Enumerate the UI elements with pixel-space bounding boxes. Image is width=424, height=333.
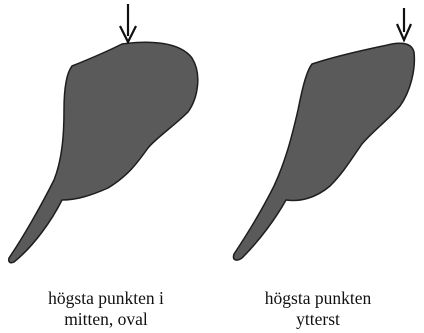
left-caption-line-2: mitten, oval [0,309,212,330]
right-shape-drawing [212,0,424,278]
left-blob-shape [9,42,198,263]
left-caption-line-1: högsta punkten i [0,288,212,309]
figure-right: högsta punkten ytterst [212,0,424,333]
right-caption-line-2: ytterst [212,309,424,330]
left-shape-drawing [0,0,212,278]
figure-left: högsta punkten i mitten, oval [0,0,212,333]
right-caption-line-1: högsta punkten [212,288,424,309]
right-blob-shape [233,43,414,260]
left-down-arrow-icon [120,4,136,42]
right-caption: högsta punkten ytterst [212,288,424,330]
left-caption: högsta punkten i mitten, oval [0,288,212,330]
right-down-arrow-icon [397,8,411,40]
